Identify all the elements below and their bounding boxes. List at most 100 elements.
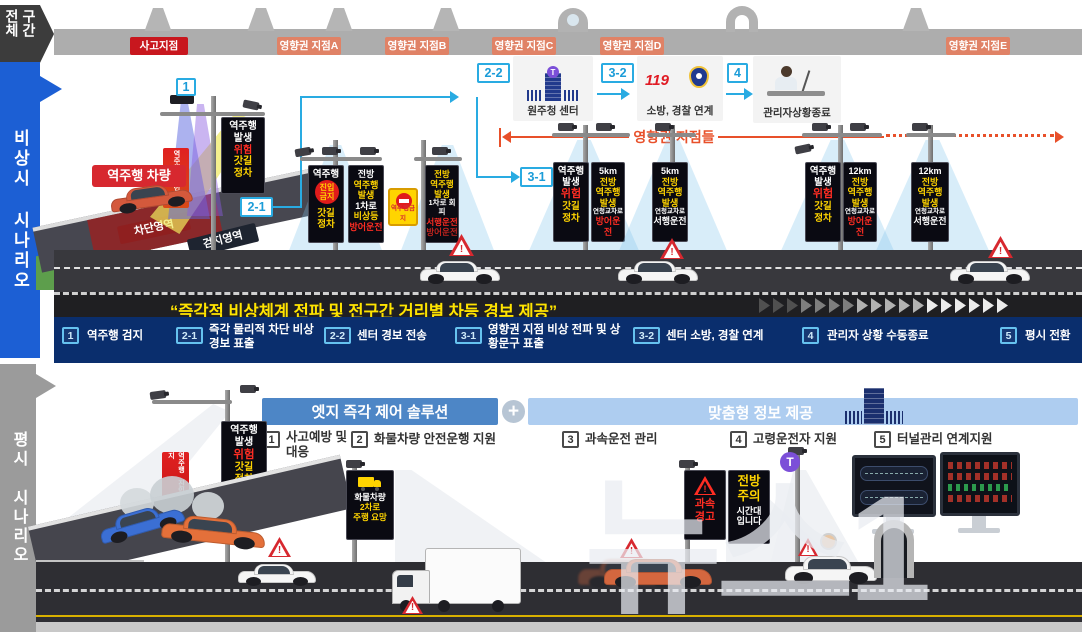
wrong-way-vehicle-label: 역주행 차량 [92,165,186,187]
step-4-badge: 4 [727,63,748,83]
legend-num-1: 1 [62,327,79,344]
sidebar-emergency-arrow [40,76,62,102]
item-label-3: 과속운전 관리 [585,432,658,446]
smoke-puff [192,492,224,520]
monitor-stand [972,516,986,528]
sign-pole-arm [152,400,232,404]
sign-line: 전방 [599,176,617,187]
chevron-icon [913,298,924,313]
monitor-base [958,528,1000,533]
t-badge-icon: T [780,452,800,472]
car-wheel [292,576,309,586]
tunnel-entrance [874,520,914,578]
item-num-2: 2 [351,431,368,448]
sign-line: 발생 [599,197,617,208]
chevron-icon [927,298,938,313]
truck-icon [357,476,383,491]
gantry-icon [902,8,930,31]
sign-line: 역주행 [657,187,683,198]
tunnel-icon [726,6,758,32]
item-num-3: 3 [562,431,579,448]
sign-line: 역주행 [847,187,873,198]
car-glass [257,565,291,575]
sign-line: 역주행 [230,425,258,436]
led-sign-accident: 역주행 발생 위험 갓길 정차 [221,117,265,194]
car-white [618,257,698,284]
flow-line [273,206,300,208]
sign-line: 주행 요망 [353,512,387,523]
road-normal [36,562,1082,622]
warning-triangle-icon: ! [449,234,474,256]
sign-line: 정차 [317,219,335,231]
manager-label: 관리자상황종료 [763,107,831,119]
sign-line: 역주행 [557,166,585,177]
legend-num-4: 4 [802,327,819,344]
road-label-zone-c: 영향권 지점C [492,37,556,55]
header-custom-info: 맞춤형 정보 제공 [528,398,1078,425]
warning-triangle-icon: ! [402,596,423,614]
vertical-no-entry-text: 역주행 진입금지 [167,452,185,501]
sign-line: 비상등 [353,211,379,222]
t-logo-icon: T [547,66,559,78]
wonju-center-box: T 원주청 센터 [513,56,593,121]
car-wheel [958,274,974,284]
sign-line: 발생 [562,177,580,189]
sign-line: 전방 [357,169,375,179]
sign-line: 역주행 [430,179,454,190]
sign-line: 방어운전 [847,216,873,237]
chevron-icon [815,298,826,313]
warning-glyph: ! [459,244,464,256]
car-wheel [794,572,813,584]
sign-line: 발생 [357,190,375,201]
gantry-icon [325,8,353,31]
flow-line [476,97,478,177]
car-glass [970,262,1004,272]
sign-line: 서행운전 [653,216,687,227]
sign-line: 화물차량 [354,492,386,502]
warning-glyph: ! [806,544,810,556]
fire-police-box: 119 소방, 경찰 연계 [637,56,723,121]
sign-pole-arm [414,157,462,161]
road-shoulder [36,622,1082,632]
sign-line: 전방 [921,176,939,187]
truck-cab [374,480,381,487]
car-white [950,257,1030,284]
chevron-icon [941,298,952,313]
sign-line: 전방 [661,176,679,187]
chevron-icon [829,298,840,313]
legend-num-3-1: 3-1 [455,327,482,344]
building-icon-large [845,384,903,424]
gantry-icon [247,8,275,31]
sign-line: 갓길 [234,462,254,474]
header-custom-info-label: 맞춤형 정보 제공 [708,405,813,422]
legend-num-5: 5 [1000,327,1017,344]
sign-line: 시간대 [736,505,762,516]
sign-line: 위험 [233,144,253,156]
led-sign-no-entry: 역주행 진입 금지 갓길 정차 [308,165,344,243]
warning-triangle-icon: ! [694,476,716,495]
fire-119-icon: 119 [645,72,669,89]
chevron-icon [843,298,854,313]
road-label-zone-b: 영향권 지점B [385,37,449,55]
sign-line: 위험 [560,188,582,201]
influence-span-line [718,136,884,138]
sidebar-emergency-label: 비상시 시나리오 [10,129,30,291]
cctv-camera-icon [558,123,577,131]
influence-span-dotted [886,134,1054,137]
sign-line: 역주행 [595,187,621,198]
cctv-camera-icon [812,123,831,131]
building-icon-wing [527,90,542,101]
road-label-zone-a: 영향권 지점A [277,37,341,55]
sign-line: 1차로 회피 [428,198,456,216]
sign-line: 전방 [434,169,450,179]
flow-arrow [450,91,459,103]
sign-line: 방어운전 [426,226,458,237]
sign-line: 발생 [921,197,939,208]
sign-line: 연청교차로 [593,208,623,216]
truck-trailer [425,548,521,604]
no-entry-circle: 진입 금지 [315,180,339,204]
sign-line: 주의 [737,488,761,503]
chevron-icon [983,298,994,313]
speeding-car [604,554,712,588]
building-tower [864,388,884,424]
